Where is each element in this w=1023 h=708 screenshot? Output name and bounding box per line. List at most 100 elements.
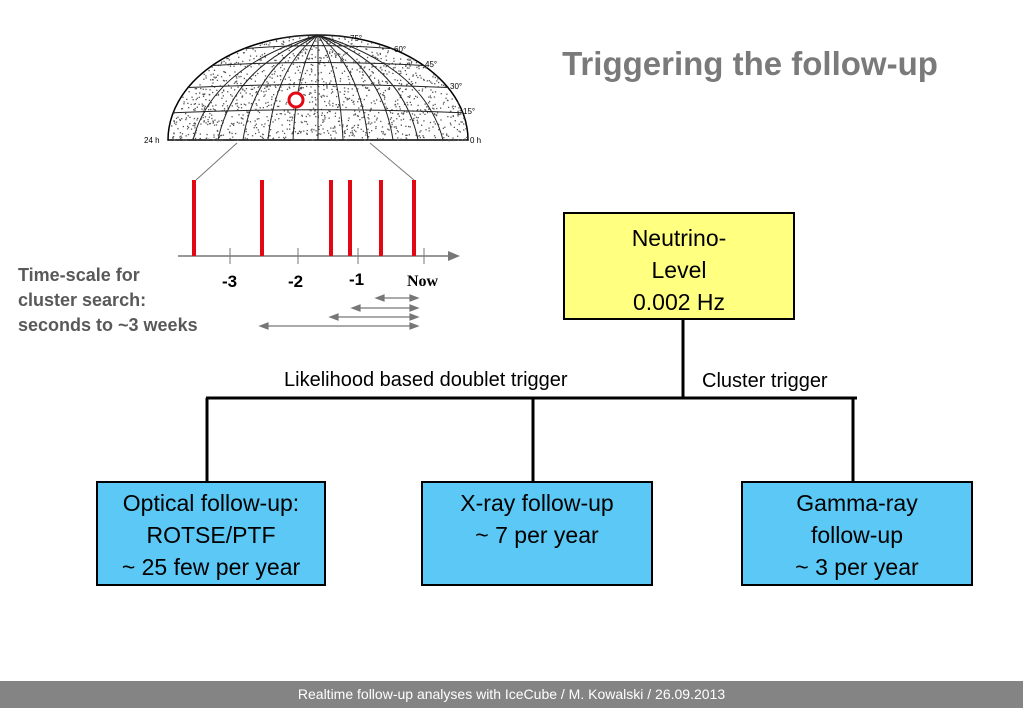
event-dot	[408, 63, 411, 65]
event-dot	[306, 133, 308, 135]
event-dot	[424, 103, 426, 105]
event-dot	[174, 139, 176, 141]
event-dot	[332, 105, 334, 107]
event-dot	[311, 101, 314, 103]
event-dot	[196, 119, 198, 121]
event-dot	[174, 122, 176, 124]
event-dot	[206, 137, 208, 139]
event-dot	[247, 120, 249, 122]
sky-map: 75° 60° 45° 30° 15° 24 h 0 h	[144, 34, 481, 181]
event-dot	[384, 96, 386, 98]
event-dot	[348, 139, 350, 142]
event-dot	[357, 126, 359, 129]
event-dot	[279, 100, 281, 102]
event-dot	[413, 59, 415, 61]
event-dot	[319, 63, 321, 65]
event-dot	[266, 116, 268, 118]
event-dot	[323, 95, 325, 97]
event-dot	[390, 126, 393, 128]
event-dot	[417, 104, 419, 107]
event-dot	[358, 61, 360, 63]
event-dot	[244, 90, 246, 92]
event-dot	[304, 120, 306, 123]
event-dot	[405, 64, 407, 66]
event-dot	[291, 119, 293, 121]
event-dot	[360, 128, 362, 130]
event-dot	[250, 78, 253, 80]
event-dot	[254, 125, 256, 127]
event-dot	[263, 43, 266, 46]
event-dot	[415, 95, 417, 97]
event-dot	[231, 105, 233, 107]
event-dot	[228, 84, 230, 86]
event-dot	[233, 82, 236, 84]
event-dot	[394, 79, 396, 81]
event-dot	[388, 88, 390, 91]
event-dot	[173, 120, 175, 122]
event-dot	[334, 55, 337, 57]
event-dot	[401, 91, 404, 93]
event-dot	[194, 123, 196, 125]
event-dot	[331, 51, 334, 53]
event-dot	[388, 129, 390, 131]
event-dot	[203, 120, 205, 122]
event-dot	[406, 67, 409, 69]
event-dot	[344, 59, 347, 61]
event-dot	[234, 71, 236, 73]
event-dot	[289, 87, 291, 89]
event-dot	[379, 100, 382, 102]
event-dot	[214, 77, 216, 79]
event-dot	[413, 117, 415, 120]
event-dot	[336, 139, 338, 142]
event-dot	[446, 133, 448, 135]
event-dot	[405, 137, 407, 139]
event-dot	[368, 68, 371, 71]
event-dot	[460, 113, 462, 115]
event-dot	[310, 110, 312, 112]
event-dot	[231, 132, 233, 135]
event-dot	[378, 112, 380, 114]
event-dot	[297, 58, 300, 60]
event-dot	[241, 95, 244, 97]
event-dot	[258, 99, 260, 101]
event-dot	[211, 66, 213, 68]
event-dot	[367, 122, 369, 125]
event-dot	[177, 128, 179, 130]
event-dot	[411, 89, 413, 91]
event-dot	[240, 75, 242, 78]
event-dot	[318, 93, 320, 95]
event-dot	[209, 89, 211, 91]
event-dot	[307, 36, 309, 38]
event-dot	[451, 106, 454, 108]
tick-label-minus2: -2	[288, 272, 303, 291]
event-dot	[302, 78, 304, 80]
event-dot	[320, 57, 322, 59]
event-dot	[330, 55, 333, 57]
event-dot	[216, 89, 218, 91]
event-dot	[397, 131, 399, 133]
event-dot	[339, 53, 341, 56]
event-dot	[407, 96, 409, 98]
event-dot	[434, 83, 436, 85]
event-dot	[218, 136, 220, 138]
event-dot	[399, 62, 401, 64]
event-dot	[388, 63, 390, 65]
event-dot	[220, 134, 223, 136]
event-dot	[278, 105, 280, 108]
event-dot	[259, 107, 261, 109]
event-dot	[418, 65, 420, 68]
event-dot	[280, 79, 282, 81]
event-dot	[417, 121, 419, 123]
event-dot	[358, 98, 360, 100]
event-dot	[322, 128, 324, 130]
sky-map-grid	[173, 34, 463, 141]
event-dot	[351, 130, 353, 132]
event-dot	[293, 83, 295, 85]
event-dot	[216, 79, 219, 81]
event-dot	[361, 41, 363, 43]
event-dot	[407, 82, 410, 84]
event-dot	[371, 70, 373, 73]
event-dot	[358, 52, 360, 55]
event-dot	[392, 67, 395, 69]
event-dot	[404, 88, 407, 91]
